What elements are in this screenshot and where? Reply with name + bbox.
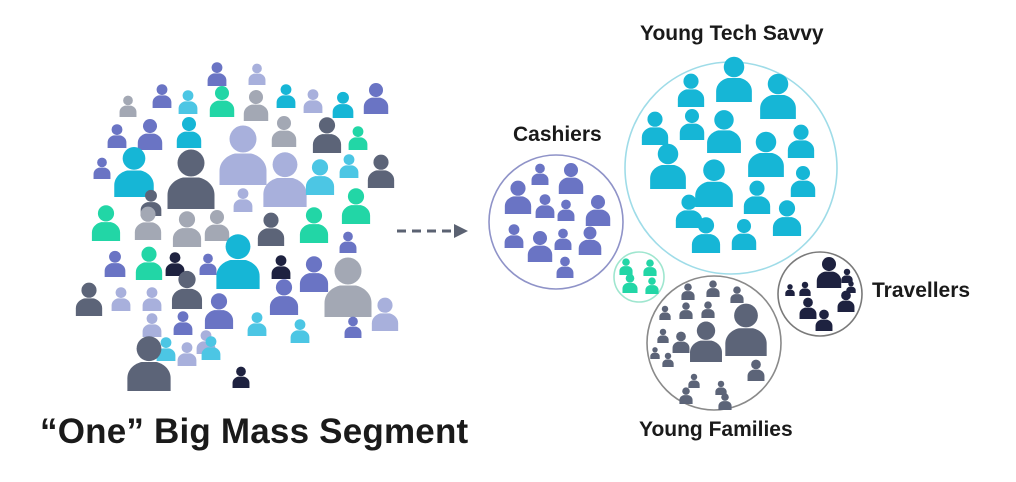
dashed-arrow-right-icon	[397, 224, 468, 238]
segment-label-cashiers: Cashiers	[513, 123, 602, 146]
person-icon	[344, 316, 362, 338]
person-icon	[171, 270, 203, 309]
person-icon	[209, 86, 235, 117]
person-icon	[290, 319, 310, 343]
person-icon	[271, 255, 291, 279]
person-icon	[111, 287, 131, 311]
main-title: “One” Big Mass Segment	[40, 412, 469, 451]
person-icon	[299, 256, 329, 292]
person-icon	[324, 257, 372, 317]
person-icon	[247, 312, 267, 336]
person-icon	[204, 293, 234, 329]
person-icon	[243, 90, 269, 121]
person-icon	[216, 234, 260, 289]
person-icon	[135, 246, 163, 280]
person-icon	[348, 126, 368, 150]
person-icon	[367, 154, 395, 188]
person-icon	[172, 211, 202, 247]
person-icon	[339, 231, 357, 253]
person-icon	[363, 83, 389, 114]
person-icon	[207, 62, 227, 86]
person-icon	[299, 207, 329, 243]
person-icon	[119, 95, 137, 117]
person-icon	[271, 116, 297, 147]
person-icon	[176, 117, 202, 148]
person-icon	[339, 154, 359, 178]
person-icon	[91, 205, 121, 241]
person-icon	[152, 84, 172, 108]
small-segment-circle	[613, 251, 665, 303]
person-icon	[178, 90, 198, 114]
person-icon	[219, 125, 267, 185]
mass-segment-cloud	[75, 62, 399, 391]
person-icon	[107, 124, 127, 148]
person-icon	[248, 63, 266, 85]
person-icon	[371, 297, 399, 331]
person-icon	[332, 91, 354, 118]
person-icon	[233, 188, 253, 212]
person-icon	[341, 188, 371, 224]
person-icon	[204, 210, 230, 241]
person-icon	[257, 212, 285, 246]
person-icon	[276, 84, 296, 108]
person-icon	[263, 152, 307, 207]
person-icon	[303, 89, 323, 113]
person-icon	[232, 366, 250, 388]
person-icon	[142, 313, 162, 337]
person-icon	[142, 287, 162, 311]
person-icon	[114, 147, 154, 197]
person-icon	[199, 253, 217, 275]
person-icon	[165, 252, 185, 276]
person-icon	[177, 342, 197, 366]
person-icon	[137, 119, 163, 150]
person-icon	[104, 250, 126, 277]
travellers-segment-circle	[777, 251, 863, 337]
person-icon	[305, 159, 335, 195]
person-icon	[269, 279, 299, 315]
segment-label-young-tech-savvy: Young Tech Savvy	[640, 22, 824, 45]
segment-label-young-families: Young Families	[639, 418, 793, 441]
person-icon	[312, 117, 342, 153]
person-icon	[75, 282, 103, 316]
person-icon	[173, 311, 193, 335]
person-icon	[93, 157, 111, 179]
person-icon	[167, 149, 215, 209]
segment-label-travellers: Travellers	[872, 279, 971, 302]
